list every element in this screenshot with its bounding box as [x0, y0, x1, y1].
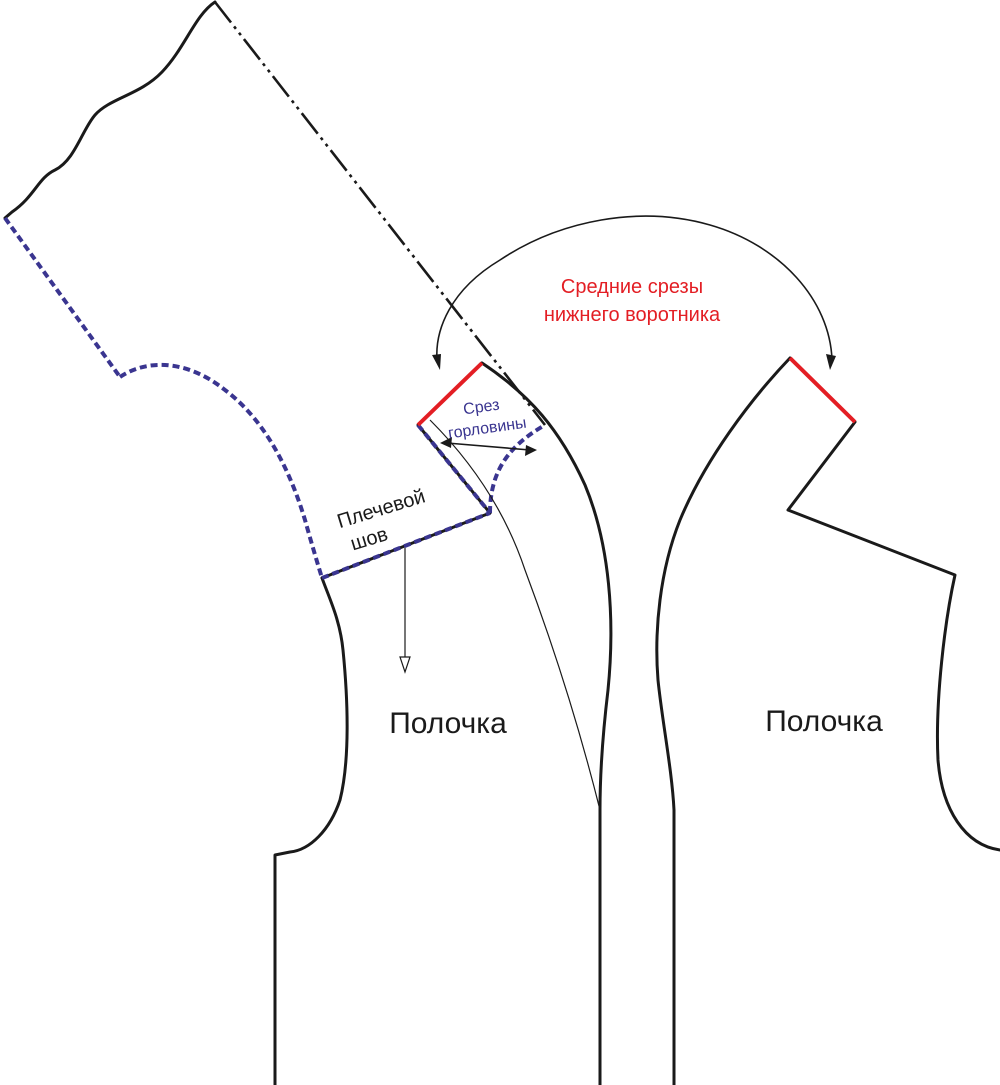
sleeve-edge-dashed	[3, 216, 122, 379]
right-front-piece-outline	[655, 356, 1000, 1085]
left-piece-label: Полочка	[389, 707, 507, 740]
arrow-head-right	[525, 445, 537, 456]
armhole-dashed	[118, 362, 324, 579]
collar-note-label-line1: Средние срезы	[561, 276, 703, 298]
collar-note-arrow-left	[432, 354, 441, 370]
neckline-label-line1: Срез	[462, 397, 500, 419]
collar-note-arrow-right	[826, 354, 836, 370]
right-collar-middle-cut	[788, 356, 857, 424]
left-collar-middle-cut	[416, 361, 484, 427]
neckline-dashed	[488, 423, 546, 514]
right-piece-label: Полочка	[765, 705, 883, 738]
neck-edge-dashed	[416, 423, 492, 515]
left-front-piece-outline	[273, 361, 613, 1085]
neckline-width-arrow	[446, 442, 531, 451]
center-thin-line	[429, 419, 601, 811]
upper-piece-outline	[3, 0, 217, 220]
shoulder-pointer-head	[399, 656, 411, 674]
collar-note-arc	[436, 215, 833, 361]
collar-note-label-line2: нижнего воротника	[544, 304, 721, 326]
shoulder-seam-dashed	[321, 511, 491, 580]
fold-line	[213, 1, 547, 426]
arrow-head-left	[440, 437, 452, 448]
neckline-label-line2: горловины	[447, 415, 528, 443]
